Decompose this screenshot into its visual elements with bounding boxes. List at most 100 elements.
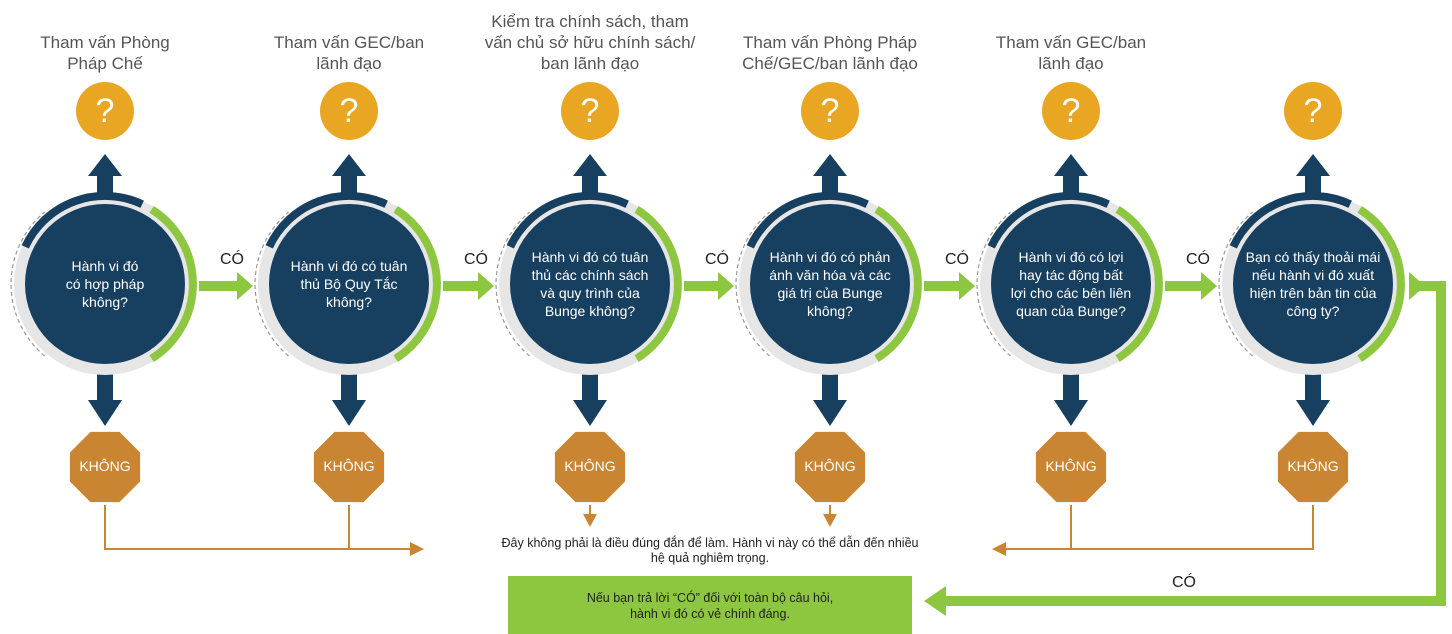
consult-text-2: Tham vấn GEC/ban lãnh đạo: [273, 33, 425, 73]
no-label-2: KHÔNG: [323, 458, 375, 474]
yes-arrow-head: [959, 272, 975, 300]
down-arrow-head: [813, 400, 847, 426]
question-circle: [510, 204, 670, 364]
stop-sign: [313, 431, 385, 503]
down-arrow-shaft: [582, 366, 598, 404]
consult-text-4: Tham vấn Phòng Pháp Chế/GEC/ban lãnh đạo: [742, 33, 918, 73]
navy-arc: [506, 191, 629, 249]
navy-arc: [1229, 191, 1352, 249]
question-circle: [991, 204, 1151, 364]
up-arrow-head: [573, 154, 607, 176]
no-label-4: KHÔNG: [804, 458, 856, 474]
question-mark-glyph: ?: [1303, 92, 1323, 130]
yes-label-3: CÓ: [705, 251, 729, 268]
question-text-1: Hành vi đó có hợp pháp không?: [65, 258, 145, 310]
down-arrow-shaft: [1063, 366, 1079, 404]
question-mark-icon: [801, 82, 859, 140]
step-3: [495, 82, 682, 503]
down-arrow-shaft: [1305, 366, 1321, 404]
yes-arrow-head: [718, 272, 734, 300]
question-mark-icon: [1284, 82, 1342, 140]
down-arrow-shaft: [341, 366, 357, 404]
green-arc: [149, 206, 197, 362]
final-outcome-box: [508, 576, 912, 634]
down-arrow-head: [573, 400, 607, 426]
question-text-5: Hành vi đó có lợi hay tác động bất lợi c…: [1010, 249, 1132, 319]
question-mark-glyph: ?: [339, 92, 359, 130]
question-text-4: Hành vi đó có phản ánh văn hóa và các gi…: [769, 249, 891, 319]
yes-label-2: CÓ: [464, 251, 488, 268]
green-arc: [1357, 206, 1405, 362]
step-1: [10, 82, 197, 503]
yes-arrow-head: [478, 272, 494, 300]
green-arc: [634, 206, 682, 362]
navy-arc: [21, 191, 144, 249]
yes-arrow-head: [237, 272, 253, 300]
dashed-arc: [976, 211, 1011, 357]
question-circle: [750, 204, 910, 364]
yes-arrow-shaft: [199, 281, 239, 291]
consult-text-3: Kiểm tra chính sách, tham vấn chủ sở hữu…: [484, 12, 696, 73]
bad-outcome-text: Đây không phải là điều đúng đắn để làm. …: [501, 536, 919, 565]
stop-sign: [1277, 431, 1349, 503]
down-arrow-head: [1054, 400, 1088, 426]
dashed-arc: [1218, 211, 1253, 357]
stop-sign: [69, 431, 141, 503]
no-label-1: KHÔNG: [79, 458, 131, 474]
question-text-2: Hành vi đó có tuân thủ Bộ Quy Tắc không?: [290, 258, 408, 310]
down-arrow-shaft: [822, 366, 838, 404]
no-label-5: KHÔNG: [1045, 458, 1097, 474]
navy-arc: [987, 191, 1110, 249]
no-connector-3-head: [583, 514, 597, 527]
yes-label-1: CÓ: [220, 251, 244, 268]
green-arc: [393, 206, 441, 362]
stop-sign: [1035, 431, 1107, 503]
question-mark-glyph: ?: [820, 92, 840, 130]
question-mark-icon: [76, 82, 134, 140]
no-connector-4-head: [823, 514, 837, 527]
dashed-arc: [10, 211, 45, 357]
green-arc: [874, 206, 922, 362]
yes-label-5: CÓ: [1186, 251, 1210, 268]
no-label-6: KHÔNG: [1287, 458, 1339, 474]
final-yes-arrow-head: [924, 586, 946, 616]
question-circle: [25, 204, 185, 364]
question-mark-glyph: ?: [1061, 92, 1081, 130]
question-mark-icon: [320, 82, 378, 140]
last-yes-arrow-head: [1409, 272, 1425, 300]
yes-arrow-shaft: [443, 281, 480, 291]
up-arrow-head: [88, 154, 122, 176]
final-outcome-text: Nếu bạn trả lời “CÓ” đối với toàn bộ câu…: [586, 591, 834, 621]
yes-arrow-shaft: [1165, 281, 1203, 291]
yes-arrow-head: [1201, 272, 1217, 300]
no-connector-right-head: [992, 542, 1006, 556]
no-connector-left: [104, 505, 414, 550]
step-6: [1218, 82, 1405, 503]
up-arrow-head: [1054, 154, 1088, 176]
yes-arrow-shaft: [684, 281, 720, 291]
question-text-6: Bạn có thấy thoải mái nếu hành vi đó xuấ…: [1245, 249, 1381, 319]
step-4: [735, 82, 922, 503]
step-2: [254, 82, 441, 503]
down-arrow-shaft: [97, 366, 113, 404]
yes-label-4: CÓ: [945, 251, 969, 268]
navy-arc: [265, 191, 388, 249]
green-arc: [1115, 206, 1163, 362]
final-yes-label: CÓ: [1172, 574, 1196, 591]
stop-sign: [554, 431, 626, 503]
no-label-3: KHÔNG: [564, 458, 616, 474]
no-connector-left-head: [410, 542, 424, 556]
question-mark-icon: [1042, 82, 1100, 140]
dashed-arc: [254, 211, 289, 357]
question-mark-glyph: ?: [95, 92, 115, 130]
step-5: [976, 82, 1163, 503]
no-connector-right: [1002, 505, 1314, 550]
up-arrow-head: [332, 154, 366, 176]
question-text-3: Hành vi đó có tuân thủ các chính sách và…: [531, 249, 649, 319]
question-circle: [269, 204, 429, 364]
down-arrow-head: [88, 400, 122, 426]
question-mark-glyph: ?: [580, 92, 600, 130]
dashed-arc: [495, 211, 530, 357]
down-arrow-head: [1296, 400, 1330, 426]
